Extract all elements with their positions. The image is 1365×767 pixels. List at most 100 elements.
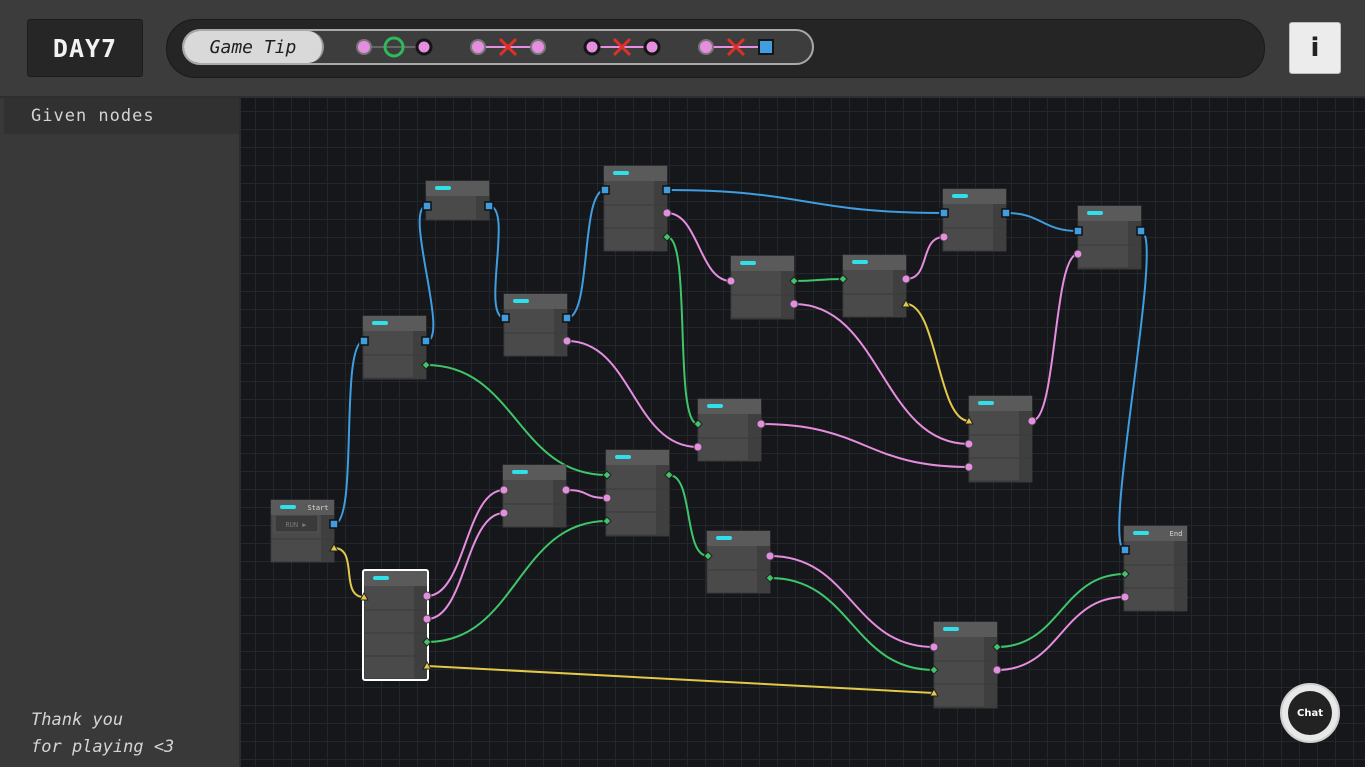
pink-circle-port[interactable]: [662, 208, 672, 218]
green-wire: [668, 474, 709, 557]
node-h[interactable]: [730, 255, 795, 320]
green-diamond-port[interactable]: [422, 637, 432, 647]
game-tip-icons: [356, 36, 774, 58]
blue-square-port[interactable]: [1001, 208, 1011, 218]
pink-wire: [793, 303, 970, 445]
blue-square-port[interactable]: [939, 208, 949, 218]
blue-square-port[interactable]: [562, 313, 572, 323]
blue-wire: [666, 189, 945, 214]
node-j[interactable]: [706, 530, 771, 594]
info-button[interactable]: i: [1289, 22, 1341, 74]
yellow-triangle-port[interactable]: [329, 542, 339, 552]
pink-circle-port[interactable]: [964, 462, 974, 472]
pink-circle-port[interactable]: [789, 299, 799, 309]
node-accent-bar: [373, 576, 389, 580]
pink-circle-port[interactable]: [562, 336, 572, 346]
pink-circle-port[interactable]: [939, 232, 949, 242]
pink-circle-port[interactable]: [422, 591, 432, 601]
green-diamond-port[interactable]: [602, 470, 612, 480]
yellow-wire: [426, 665, 935, 694]
green-diamond-port[interactable]: [703, 551, 713, 561]
yellow-wire: [905, 303, 970, 422]
green-diamond-port[interactable]: [421, 360, 431, 370]
green-diamond-port[interactable]: [693, 419, 703, 429]
pink-circle-port[interactable]: [422, 614, 432, 624]
green-diamond-port[interactable]: [929, 665, 939, 675]
blue-square-port[interactable]: [600, 185, 610, 195]
node-n[interactable]: [933, 621, 998, 709]
pink-circle-port[interactable]: [1073, 249, 1083, 259]
blue-square-port[interactable]: [422, 201, 432, 211]
given-nodes-header[interactable]: Given nodes: [4, 98, 239, 134]
node-f[interactable]: [605, 449, 670, 537]
pink-circle-port[interactable]: [499, 508, 509, 518]
node-m[interactable]: [1077, 205, 1142, 270]
pink-circle-port[interactable]: [693, 442, 703, 452]
run-button-label: RUN ▶: [285, 521, 307, 529]
blue-square-port[interactable]: [662, 185, 672, 195]
run-button[interactable]: [274, 514, 319, 533]
blue-square-port[interactable]: [329, 519, 339, 529]
blue-square-port[interactable]: [500, 313, 510, 323]
pink-circle-port[interactable]: [964, 439, 974, 449]
green-wire: [426, 520, 608, 643]
node-e[interactable]: [502, 464, 567, 528]
pink-circle-port[interactable]: [929, 642, 939, 652]
pink-circle-port[interactable]: [561, 485, 571, 495]
green-wire: [769, 577, 935, 671]
node-l[interactable]: [968, 395, 1033, 483]
chat-button[interactable]: Chat: [1280, 683, 1340, 743]
blue-wire: [333, 340, 365, 525]
green-diamond-port[interactable]: [602, 516, 612, 526]
pink-wire: [666, 212, 732, 282]
yellow-triangle-port[interactable]: [359, 591, 369, 601]
green-diamond-port[interactable]: [1120, 569, 1130, 579]
yellow-triangle-port[interactable]: [964, 415, 974, 425]
node-c[interactable]: [503, 293, 568, 357]
end-node-title: End: [1170, 530, 1183, 538]
pink-circle-port[interactable]: [602, 493, 612, 503]
end-node[interactable]: End: [1123, 525, 1188, 612]
green-diamond-port[interactable]: [838, 274, 848, 284]
green-diamond-port[interactable]: [664, 470, 674, 480]
blue-square-port[interactable]: [1120, 545, 1130, 555]
pink-circle-port[interactable]: [499, 485, 509, 495]
green-diamond-port[interactable]: [765, 573, 775, 583]
pink-blue-blocked-icon: [698, 37, 774, 57]
pink-wire: [769, 555, 935, 648]
blue-square-port[interactable]: [484, 201, 494, 211]
node-b[interactable]: [425, 180, 490, 221]
pink-circle-port[interactable]: [1120, 592, 1130, 602]
node-d[interactable]: [603, 165, 668, 252]
green-diamond-port[interactable]: [789, 276, 799, 286]
node-i[interactable]: [842, 254, 907, 318]
pink-circle-port[interactable]: [901, 274, 911, 284]
node-g[interactable]: [697, 398, 762, 462]
pink-circle-port[interactable]: [1027, 416, 1037, 426]
blue-square-port[interactable]: [359, 336, 369, 346]
node-a[interactable]: [362, 315, 427, 380]
pink-circle-port[interactable]: [726, 276, 736, 286]
yellow-triangle-port[interactable]: [929, 687, 939, 697]
node-accent-bar: [716, 536, 732, 540]
green-diamond-port[interactable]: [992, 642, 1002, 652]
pink-circle-port[interactable]: [992, 665, 1002, 675]
selected-node[interactable]: [362, 569, 429, 681]
yellow-triangle-port[interactable]: [901, 298, 911, 308]
game-tip-label[interactable]: Game Tip: [184, 31, 324, 63]
yellow-triangle-port[interactable]: [422, 660, 432, 670]
node-accent-bar: [978, 401, 994, 405]
blue-square-port[interactable]: [1136, 226, 1146, 236]
green-wire: [793, 278, 844, 282]
green-diamond-port[interactable]: [662, 232, 672, 242]
node-k[interactable]: [942, 188, 1007, 252]
pink-circle-port[interactable]: [765, 551, 775, 561]
day-label: DAY7: [27, 19, 143, 77]
blue-square-port[interactable]: [1073, 226, 1083, 236]
pink-wire: [996, 596, 1126, 671]
pink-circle-port[interactable]: [756, 419, 766, 429]
blue-square-port[interactable]: [421, 336, 431, 346]
